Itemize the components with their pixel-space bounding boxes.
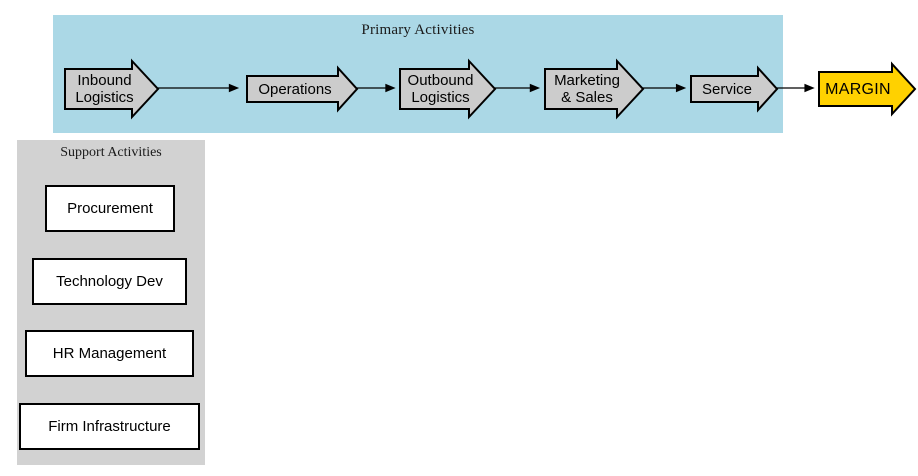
activity-arrow-operations-label: Operations bbox=[258, 80, 332, 98]
support-box-hr-management[interactable]: HR Management bbox=[25, 330, 194, 377]
support-activities-title: Support Activities bbox=[60, 145, 162, 160]
margin-arrow-label: MARGIN bbox=[825, 80, 891, 98]
support-box-technology-dev[interactable]: Technology Dev bbox=[32, 258, 187, 305]
flow-connector-5 bbox=[775, 83, 815, 93]
activity-arrow-outbound-logistics[interactable]: Outbound Logistics bbox=[399, 58, 497, 120]
primary-activities-title: Primary Activities bbox=[361, 22, 475, 38]
activity-arrow-inbound-logistics-label: Inbound Logistics bbox=[75, 72, 134, 106]
activity-arrow-inbound-logistics[interactable]: Inbound Logistics bbox=[64, 58, 160, 120]
activity-arrow-marketing-sales-label: Marketing & Sales bbox=[554, 72, 620, 106]
flow-connector-2 bbox=[355, 83, 396, 93]
support-box-firm-infrastructure[interactable]: Firm Infrastructure bbox=[19, 403, 200, 450]
flow-connector-3 bbox=[492, 83, 541, 93]
activity-arrow-outbound-logistics-label: Outbound Logistics bbox=[407, 72, 474, 106]
flow-connector-4 bbox=[640, 83, 687, 93]
activity-arrow-operations[interactable]: Operations bbox=[246, 65, 359, 113]
flow-connector-1 bbox=[156, 83, 240, 93]
activity-arrow-marketing-sales[interactable]: Marketing & Sales bbox=[544, 58, 645, 120]
margin-arrow[interactable]: MARGIN bbox=[818, 61, 917, 117]
support-box-procurement[interactable]: Procurement bbox=[45, 185, 175, 232]
activity-arrow-service[interactable]: Service bbox=[690, 65, 779, 113]
activity-arrow-service-label: Service bbox=[701, 80, 753, 98]
